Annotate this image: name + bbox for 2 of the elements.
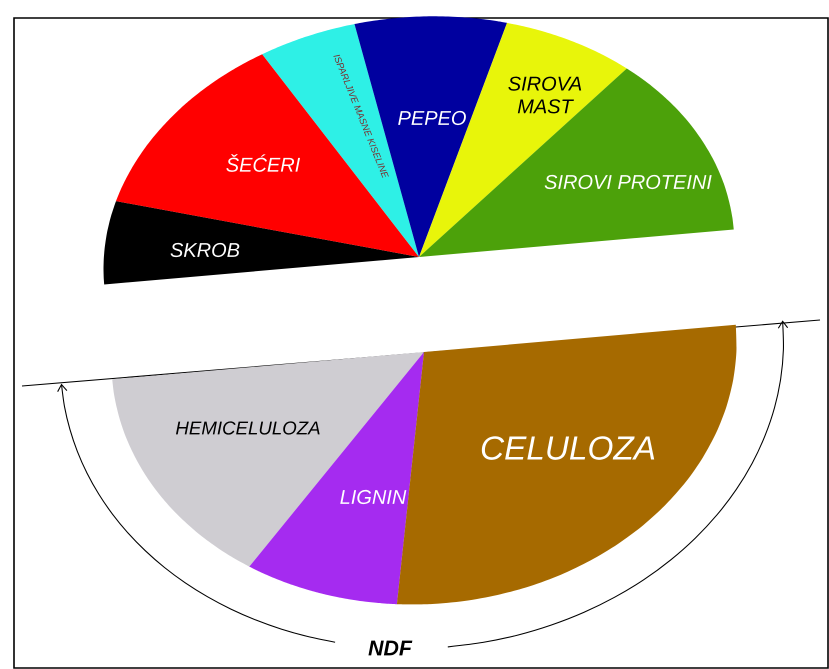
pie-wedge: SKROB bbox=[104, 201, 419, 284]
bracket-label: NDF bbox=[368, 640, 412, 656]
